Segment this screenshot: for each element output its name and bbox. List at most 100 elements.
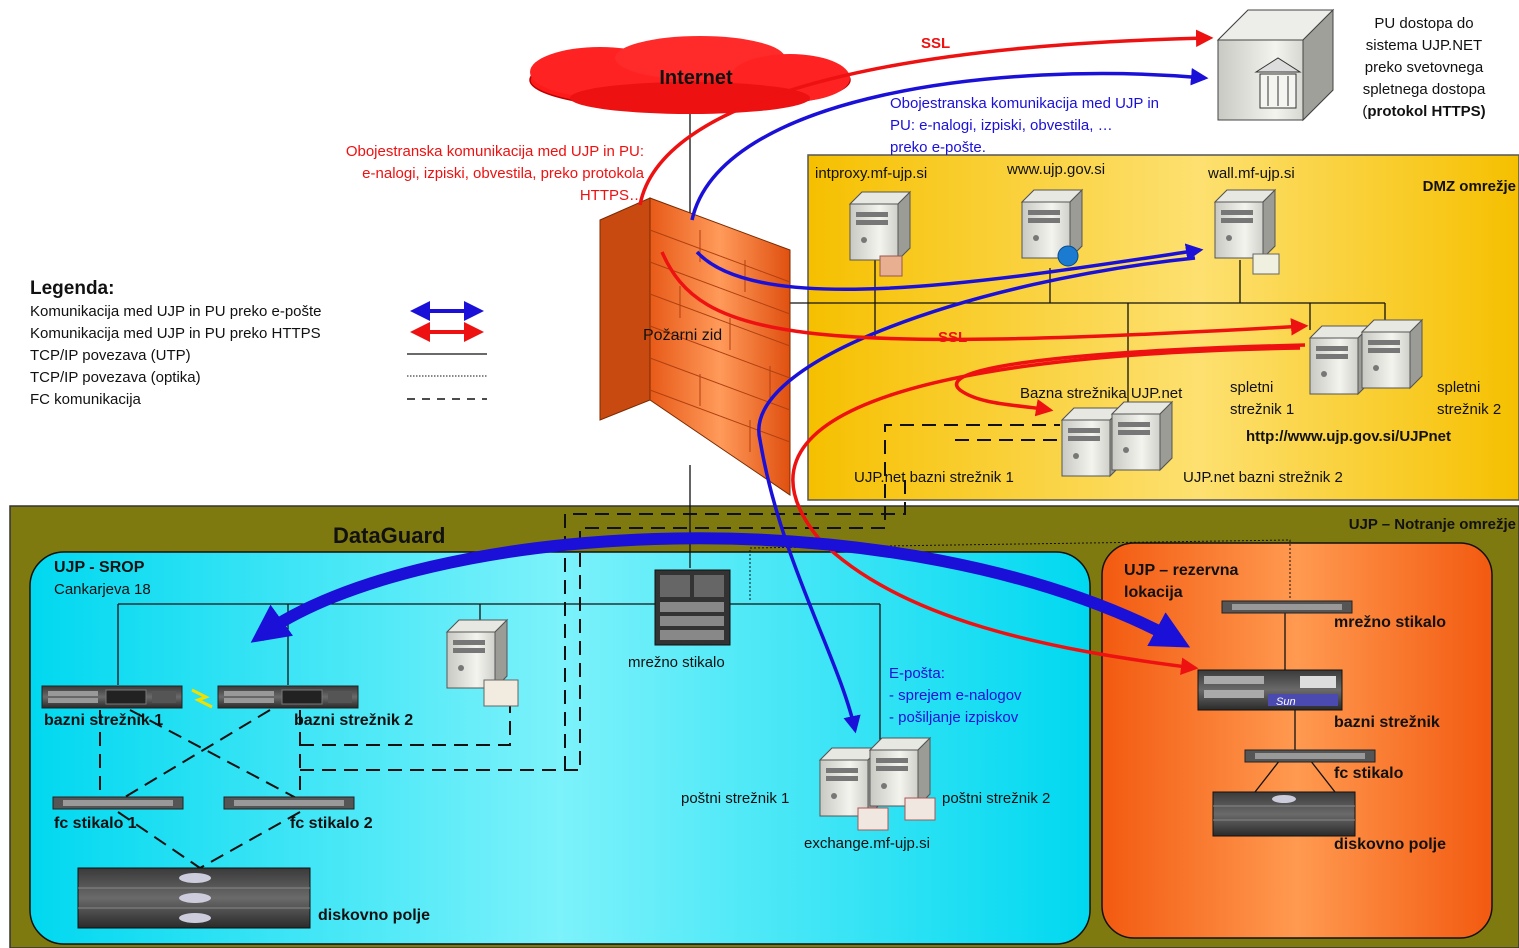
mail-envelope-icon [1252,253,1280,275]
email-item-2: - pošiljanje izpiskov [889,709,1019,726]
legend-item-email: Komunikacija med UJP in PU preko e-pošte [30,303,322,320]
intproxy-server-icon [849,191,911,261]
srop-disk-array-icon [77,867,311,929]
ujpnet-url: http://www.ujp.gov.si/UJPnet [1246,428,1451,445]
email-note: Obojestranska komunikacija med UJP in PU… [890,95,1159,156]
backup-db-server-icon: Sun [1197,669,1343,711]
pu-description: PU dostopa do sistema UJP.NET preko svet… [1362,15,1486,120]
srop-switch-label: mrežno stikalo [628,654,725,671]
backup-network-switch-icon [1221,600,1353,614]
fc-switch-1-label: fc stikalo 1 [54,815,137,832]
pu-line-5-prefix: ( [1362,103,1367,120]
email-note-line-3: preko e-pošte. [890,139,986,156]
backup-zone [1101,542,1493,939]
internet-label: Internet [659,67,733,89]
wall-label: wall.mf-ujp.si [1207,165,1295,182]
web-server-1-icon [1309,325,1371,395]
dmz-title: DMZ omrežje [1423,178,1516,195]
backup-disk-label: diskovno polje [1334,836,1446,853]
https-note-line-2: e-nalogi, izpiski, obvestila, preko prot… [362,165,644,182]
backup-title-1: UJP – rezervna [1124,562,1239,579]
pu-line-5-bold: protokol HTTPS) [1367,103,1485,120]
lightning-icon [191,688,213,709]
firewall-icon [599,197,791,496]
pu-building-icon [1216,8,1335,122]
srop-labels: Cankarjeva 18 mrežno stikalo poštni stre… [54,581,1050,852]
ssl-top-label: SSL [921,35,950,52]
backup-switch-label: mrežno stikalo [1334,614,1446,631]
https-note: Obojestranska komunikacija med UJP in PU… [346,143,645,204]
srop-app-server-icon [446,619,508,689]
legend-item-fc: FC komunikacija [30,391,142,408]
backup-title-2: lokacija [1124,584,1183,601]
pu-line-1: PU dostopa do [1374,15,1473,32]
mail-server-2-label: poštni strežnik 2 [942,790,1050,807]
srop-zone [29,551,1091,945]
mail-letter-1-icon [857,807,889,831]
web-server-1-label-a: spletni [1230,379,1273,396]
internet-cloud [529,36,851,114]
https-note-line-1: Obojestranska komunikacija med UJP in PU… [346,143,644,160]
app-tray-icon [483,679,519,707]
ujpnet-db-1-label: UJP.net bazni strežnik 1 [854,469,1014,486]
backup-server-brand: Sun [1276,696,1296,708]
email-note-srop: E-pošta: - sprejem e-nalogov - pošiljanj… [889,665,1022,726]
web-server-2-icon [1361,319,1423,389]
https-arrow-internet [638,29,1214,206]
email-arrow-internet [690,68,1209,221]
legend: Legenda: Komunikacija med UJP in PU prek… [30,278,487,408]
backup-labels: UJP – rezervna lokacija mrežno stikalo b… [1124,562,1446,853]
srop-title: UJP - SROP [54,559,145,576]
wall-server-icon [1214,189,1276,259]
exchange-label: exchange.mf-ujp.si [804,835,930,852]
srop-db-server-2-icon [217,685,359,709]
ujpnet-db-2-label: UJP.net bazni strežnik 2 [1183,469,1343,486]
dmz-labels: intproxy.mf-ujp.si www.ujp.gov.si wall.m… [815,161,1501,486]
mail-server-2-icon [869,737,931,807]
fc-switch-1-icon [52,796,184,810]
brick-icon [879,255,903,277]
legend-item-utp: TCP/IP povezava (UTP) [30,347,191,364]
fiber-line [749,539,1291,600]
firewall-label: Požarni zid [643,327,722,344]
legend-item-https: Komunikacija med UJP in PU preko HTTPS [30,325,321,342]
web-server-2-label-b: strežnik 2 [1437,401,1501,418]
srop-disk-label: diskovno polje [318,907,430,924]
web-server-2-label-a: spletni [1437,379,1480,396]
legend-title: Legenda: [30,278,114,299]
web-server-1-label-b: strežnik 1 [1230,401,1294,418]
pu-line-3: preko svetovnega [1365,59,1484,76]
dataguard-arrow [250,532,1191,648]
backup-server-label: bazni strežnik [1334,714,1440,731]
fc-switch-2-label: fc stikalo 2 [290,815,373,832]
bazna-title: Bazna strežnika UJP.net [1020,385,1183,402]
legend-item-optika: TCP/IP povezava (optika) [30,369,201,386]
srop-subtitle: Cankarjeva 18 [54,581,151,598]
srop-bold-labels: UJP - SROP bazni strežnik 1 bazni strežn… [44,559,430,924]
pu-line-2: sistema UJP.NET [1366,37,1482,54]
ssl-dmz-label: SSL [938,329,967,346]
email-title: E-pošta: [889,665,945,682]
backup-fc-switch-icon [1244,749,1376,763]
email-note-line-2: PU: e-nalogi, izpiski, obvestila, … [890,117,1113,134]
fc-switch-2-icon [223,796,355,810]
srop-db-2-label: bazni strežnik 2 [294,712,413,729]
email-note-line-1: Obojestranska komunikacija med UJP in [890,95,1159,112]
pu-line-5: (protokol HTTPS) [1362,103,1485,120]
backup-fc-label: fc stikalo [1334,765,1404,782]
intproxy-label: intproxy.mf-ujp.si [815,165,927,182]
internal-title: UJP – Notranje omrežje [1349,516,1516,533]
email-item-1: - sprejem e-nalogov [889,687,1022,704]
srop-db-1-label: bazni strežnik 1 [44,712,163,729]
ujpnet-db-server-2-icon [1111,401,1173,471]
https-note-line-3: HTTPS… [580,187,644,204]
backup-disk-array-icon [1212,791,1356,837]
mail-letter-2-icon [904,797,936,821]
https-arrow-web [660,251,1309,342]
pu-line-4: spletnega dostopa [1363,81,1486,98]
srop-network-switch-icon [654,569,731,646]
email-arrow-wall [695,243,1204,292]
srop-db-server-1-icon [41,685,183,709]
dataguard-label: DataGuard [333,523,445,548]
